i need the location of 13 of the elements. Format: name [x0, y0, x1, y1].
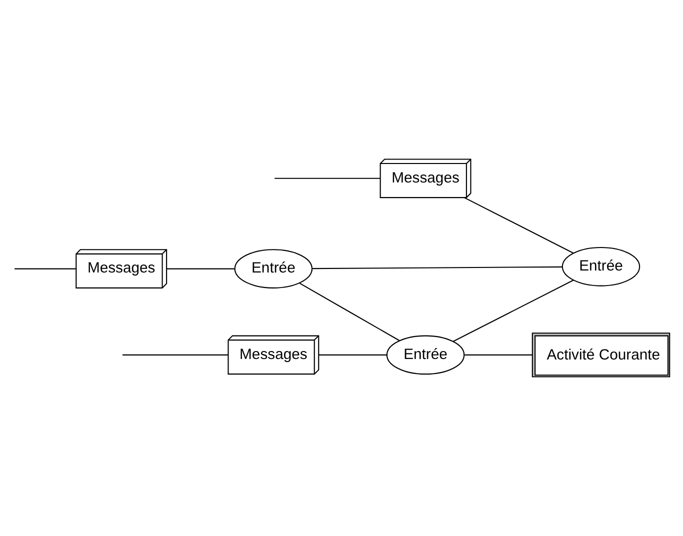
- connector: [122, 354, 228, 356]
- connector: [299, 282, 400, 341]
- connector: [274, 178, 380, 179]
- connector: [166, 268, 235, 270]
- node-ellipse: Entrée: [562, 247, 640, 286]
- connector: [14, 268, 76, 270]
- node-ellipse: Entrée: [234, 249, 313, 288]
- connector: [464, 354, 532, 356]
- connector: [453, 280, 574, 342]
- node-ellipse: Entrée: [386, 335, 465, 375]
- connector: [318, 354, 387, 356]
- connector: [464, 197, 574, 254]
- connector: [312, 266, 562, 270]
